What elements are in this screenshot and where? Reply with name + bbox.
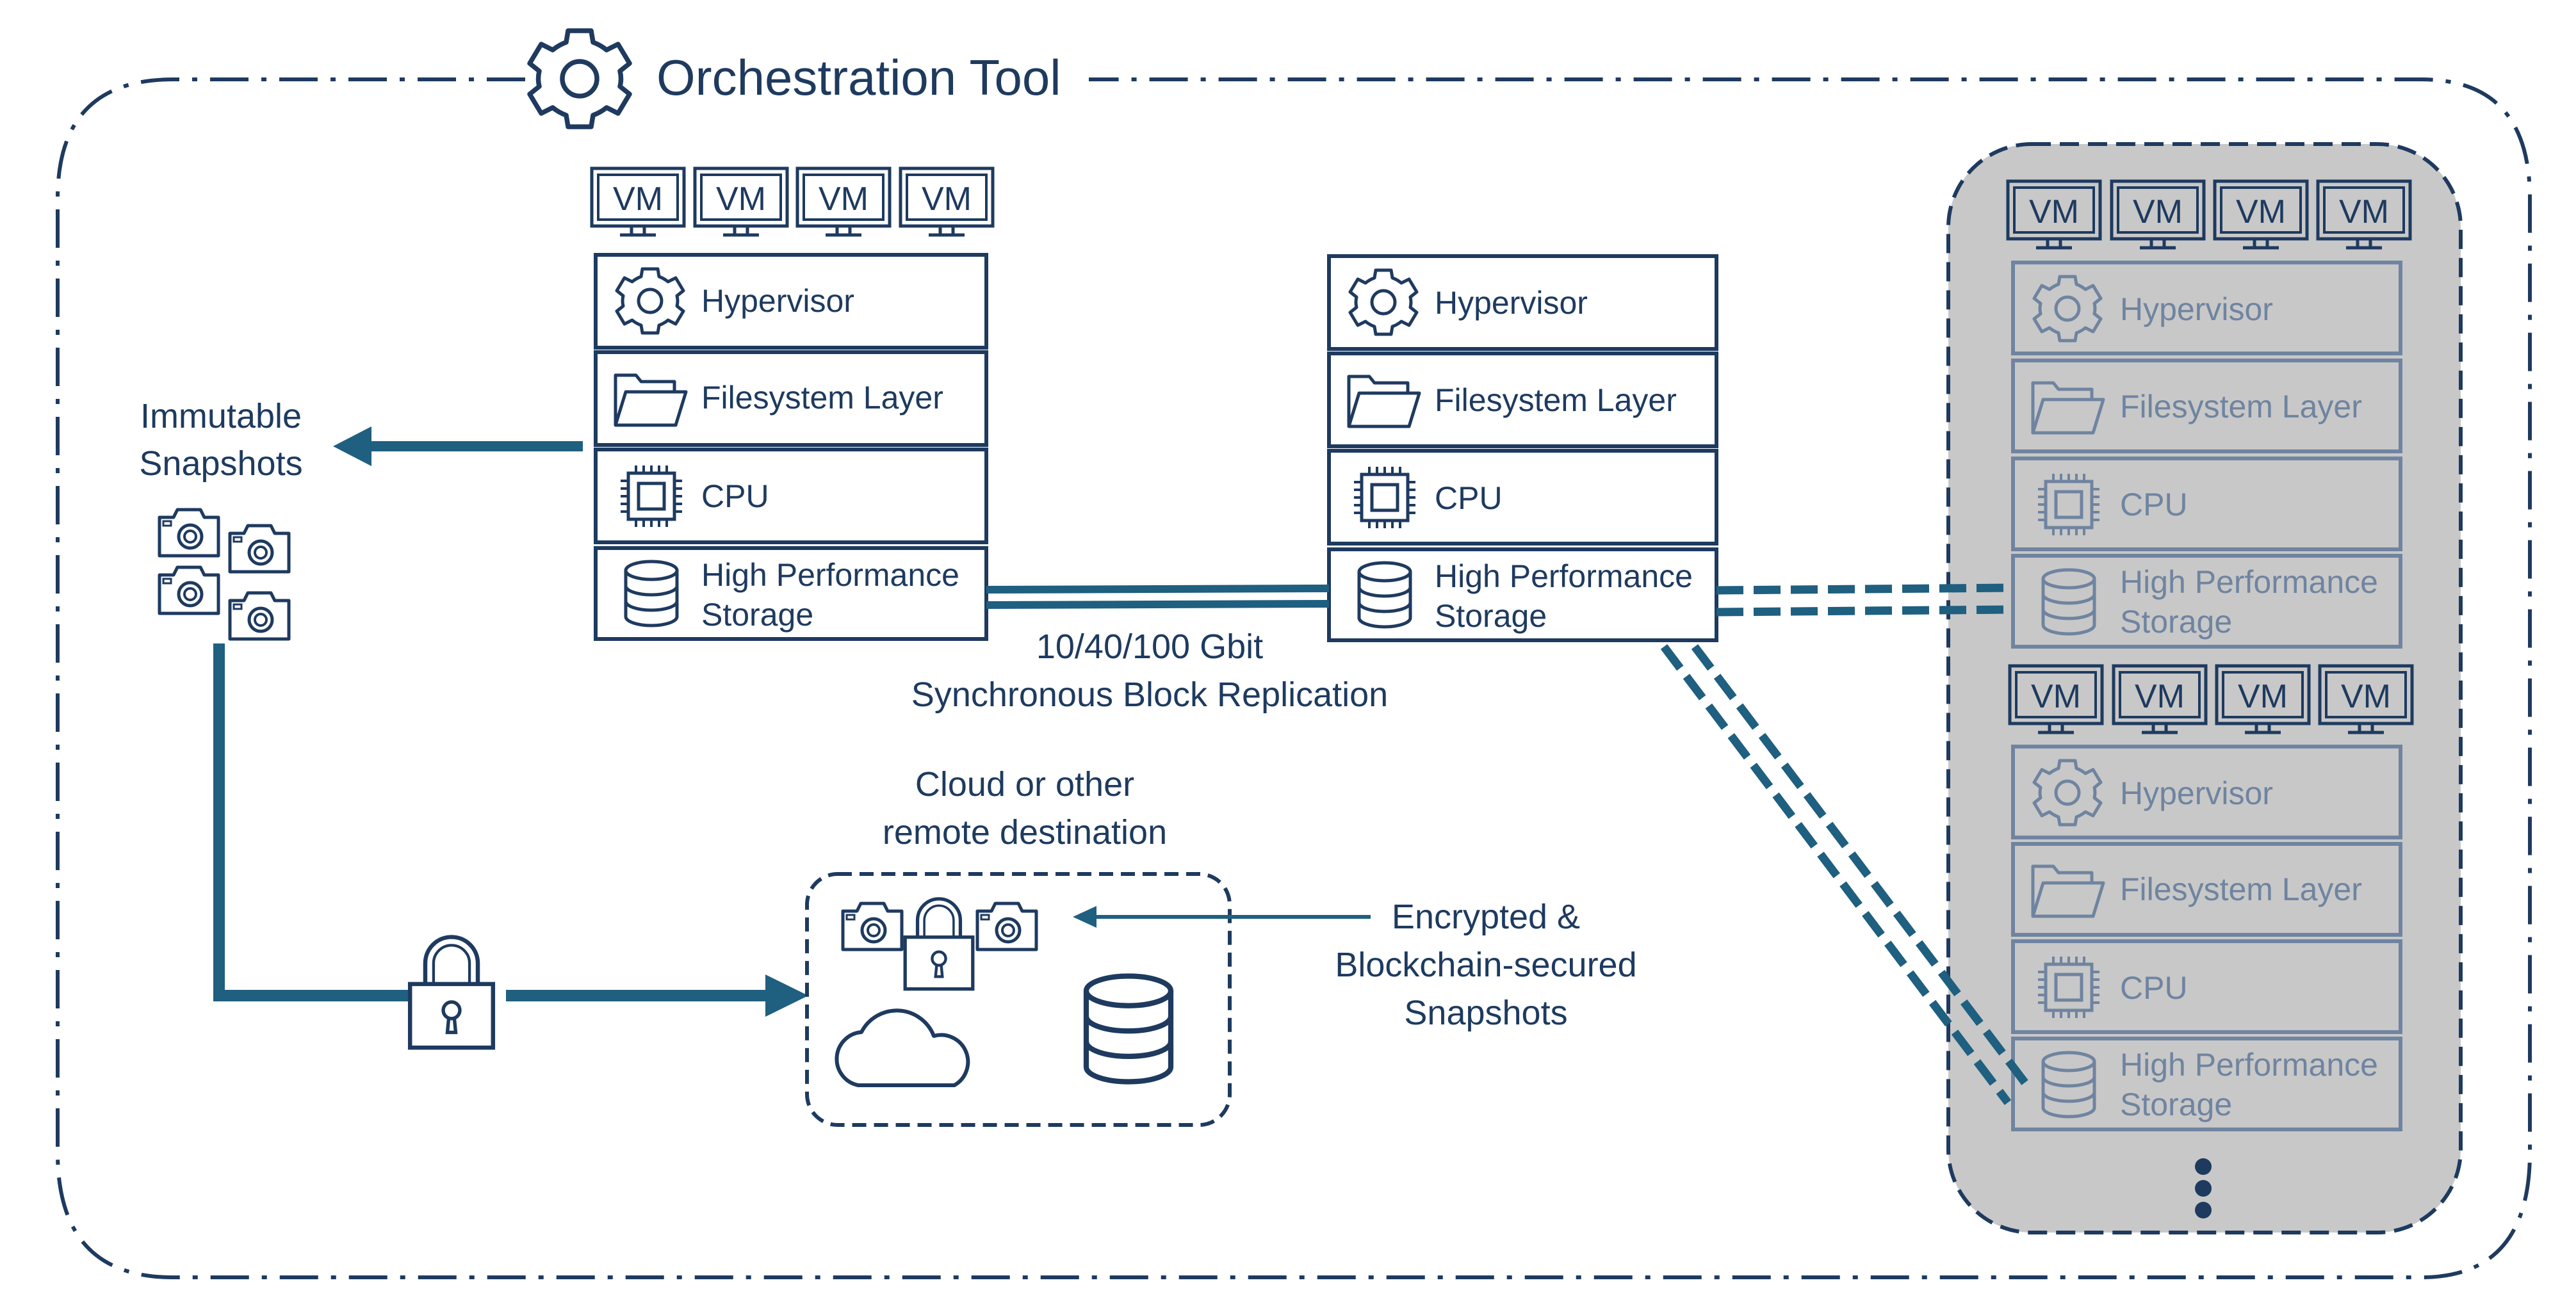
cloud-icon bbox=[835, 1008, 970, 1087]
camera-icon bbox=[159, 510, 218, 556]
host-2: Hypervisor Filesystem Layer CPU High Per… bbox=[1327, 254, 1718, 642]
hypervisor-label: Hypervisor bbox=[1435, 285, 1588, 321]
cpu-label: CPU bbox=[2120, 970, 2188, 1006]
camera-icon bbox=[843, 903, 902, 950]
vm-label: VM bbox=[2238, 678, 2288, 715]
replication-link bbox=[986, 585, 1330, 609]
immutable-label-line1: Immutable bbox=[140, 397, 302, 435]
replication-label-line2: Synchronous Block Replication bbox=[911, 675, 1388, 714]
storage-label-line2: Storage bbox=[701, 597, 813, 633]
vm-label: VM bbox=[2135, 678, 2185, 715]
hypervisor-layer bbox=[2011, 261, 2402, 355]
vm-label: VM bbox=[2236, 193, 2286, 230]
encrypted-label-line2: Blockchain-secured bbox=[1335, 946, 1636, 984]
storage-layer bbox=[2011, 554, 2402, 649]
greyed-host-b: VM VM VM VM Hypervisor Filesystem Layer … bbox=[2010, 666, 2412, 1131]
vm-label: VM bbox=[613, 181, 663, 218]
immutable-label-line2: Snapshots bbox=[139, 444, 302, 483]
vm-label: VM bbox=[2339, 193, 2389, 230]
cpu-layer bbox=[594, 448, 988, 544]
cloud-label-line1: Cloud or other bbox=[915, 765, 1134, 804]
cloud-label-line2: remote destination bbox=[883, 813, 1167, 852]
remote-destination-box bbox=[805, 872, 1232, 1127]
vm-label: VM bbox=[819, 181, 868, 218]
filesystem-layer bbox=[1327, 352, 1718, 448]
hypervisor-label: Hypervisor bbox=[2120, 775, 2273, 811]
cpu-layer bbox=[2011, 457, 2402, 551]
vm-label: VM bbox=[2133, 193, 2183, 230]
replication-label-line1: 10/40/100 Gbit bbox=[1036, 627, 1263, 666]
hypervisor-label: Hypervisor bbox=[2120, 291, 2273, 327]
padlock-icon bbox=[905, 899, 973, 989]
camera-icon bbox=[159, 567, 218, 613]
storage-layer bbox=[2011, 1037, 2402, 1131]
vm-label: VM bbox=[922, 181, 972, 218]
vm-label: VM bbox=[2031, 678, 2081, 715]
storage-label-line1: High Performance bbox=[701, 557, 959, 593]
encrypted-label-line1: Encrypted & bbox=[1392, 898, 1580, 936]
cpu-label: CPU bbox=[1435, 480, 1503, 516]
storage-label-line1: High Performance bbox=[2120, 1047, 2378, 1083]
greyed-host-a: VM VM VM VM Hypervisor Filesystem Layer … bbox=[2008, 181, 2410, 649]
vm-label: VM bbox=[716, 181, 766, 218]
immutable-snapshots bbox=[159, 510, 289, 639]
hypervisor-label: Hypervisor bbox=[701, 283, 854, 319]
vm-label: VM bbox=[2341, 678, 2391, 715]
hypervisor-layer bbox=[2011, 745, 2402, 839]
orchestration-gear-icon bbox=[530, 31, 630, 127]
camera-icon bbox=[977, 903, 1036, 950]
camera-icon bbox=[230, 593, 289, 639]
cpu-layer bbox=[1327, 449, 1718, 546]
filesystem-layer bbox=[2011, 842, 2402, 937]
hypervisor-layer bbox=[1327, 254, 1718, 351]
filesystem-label: Filesystem Layer bbox=[2120, 871, 2362, 907]
storage-label-line2: Storage bbox=[2120, 1087, 2232, 1122]
vm-label: VM bbox=[2029, 193, 2079, 230]
padlock-icon bbox=[410, 937, 493, 1047]
database-icon bbox=[1086, 976, 1171, 1082]
host-1: VM VM VM VM Hypervisor Filesystem Layer … bbox=[592, 168, 993, 641]
snapshot-arrow bbox=[333, 426, 583, 466]
ellipsis-icon bbox=[2195, 1158, 2212, 1218]
camera-icon bbox=[230, 526, 289, 572]
async-replication-link bbox=[1660, 583, 2034, 1105]
filesystem-layer bbox=[2011, 359, 2402, 453]
filesystem-label: Filesystem Layer bbox=[1435, 382, 1677, 418]
cpu-label: CPU bbox=[701, 478, 769, 514]
storage-label-line1: High Performance bbox=[1435, 558, 1693, 594]
cpu-label: CPU bbox=[2120, 487, 2188, 522]
cpu-layer bbox=[2011, 939, 2402, 1034]
storage-label-line1: High Performance bbox=[2120, 564, 2378, 600]
orchestration-title: Orchestration Tool bbox=[656, 49, 1061, 106]
filesystem-layer bbox=[594, 350, 988, 447]
storage-label-line2: Storage bbox=[2120, 604, 2232, 640]
orchestration-frame bbox=[56, 77, 2532, 1279]
filesystem-label: Filesystem Layer bbox=[701, 380, 943, 416]
storage-label-line2: Storage bbox=[1435, 598, 1547, 634]
offsite-transfer-arrow bbox=[213, 643, 772, 1001]
encrypted-label-line3: Snapshots bbox=[1404, 994, 1567, 1032]
encrypted-arrow bbox=[1073, 906, 1371, 928]
filesystem-label: Filesystem Layer bbox=[2120, 389, 2362, 425]
arrowhead bbox=[765, 974, 808, 1017]
